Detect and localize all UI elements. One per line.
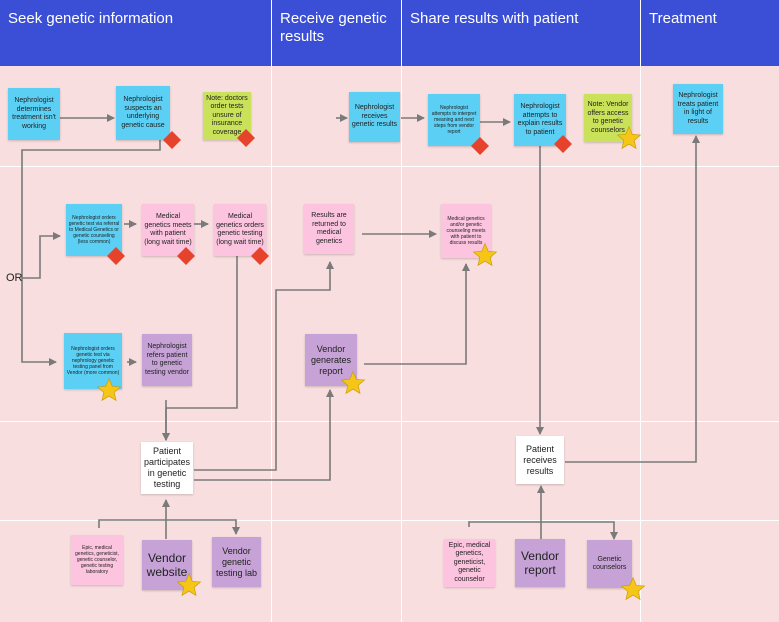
opportunity-star-icon	[96, 377, 122, 402]
sticky-note-vendor-panel: Nephrologist orders genetic test via nep…	[64, 333, 122, 389]
sticky-note-medical-genetics-meets: Medical genetics meets with patient (lon…	[142, 204, 194, 256]
connector	[194, 389, 334, 481]
sticky-note-vendor-lab: Vendor genetic testing lab	[212, 537, 261, 587]
sticky-note-vendor-report: Vendor report	[515, 539, 565, 587]
connector	[194, 261, 334, 471]
connector	[21, 138, 161, 366]
sticky-note-referral-medical-genetics: Nephrologist orders genetic test via ref…	[66, 204, 122, 256]
sticky-note-treatment-not-working: Nephrologist determines treatment isn't …	[8, 88, 60, 140]
pain-point-icon	[251, 247, 269, 265]
sticky-note-treats-patient: Nephrologist treats patient in light of …	[673, 84, 723, 134]
pain-point-icon	[554, 135, 572, 153]
sticky-note-genetic-counselors: Genetic counselors	[587, 540, 632, 588]
sticky-note-orders-genetic-testing: Medical genetics orders genetic testing …	[214, 204, 266, 256]
sticky-note-share-systems: Epic, medical genetics, geneticist, gene…	[444, 539, 495, 587]
row-divider	[0, 421, 779, 422]
pain-point-icon	[107, 247, 125, 265]
pain-point-icon	[163, 131, 181, 149]
sticky-note-nephrologist-receives-results: Nephrologist receives genetic results	[349, 92, 400, 142]
connector	[98, 519, 240, 535]
connector	[565, 135, 700, 463]
lane-divider	[401, 0, 402, 622]
sticky-note-vendor-generates-report: Vendor generates report	[305, 334, 357, 386]
sticky-note-patient-receives-results: Patient receives results	[516, 436, 564, 484]
connector	[364, 263, 470, 365]
sticky-note-vendor-counselors: Note: Vendor offers access to genetic co…	[584, 94, 632, 142]
opportunity-star-icon	[620, 576, 646, 601]
connector	[22, 232, 61, 279]
row-divider	[0, 520, 779, 521]
lane-divider	[271, 0, 272, 622]
opportunity-star-icon	[472, 242, 498, 267]
sticky-note-interpret-report: Nephrologist attempts to interpret meani…	[428, 94, 480, 146]
sticky-note-refers-to-vendor: Nephrologist refers patient to genetic t…	[142, 334, 192, 386]
opportunity-star-icon	[340, 370, 366, 395]
or-label: OR	[6, 272, 23, 284]
pain-point-icon	[237, 129, 255, 147]
sticky-note-seek-systems: Epic, medical genetics, geneticist, gene…	[71, 535, 123, 585]
pain-point-icon	[471, 137, 489, 155]
sticky-note-suspects-genetic-cause: Nephrologist suspects an underlying gene…	[116, 86, 170, 140]
sticky-note-explain-results: Nephrologist attempts to explain results…	[514, 94, 566, 146]
lane-header-share: Share results with patient	[402, 0, 640, 66]
sticky-note-results-returned: Results are returned to medical genetics	[304, 204, 354, 254]
pain-point-icon	[177, 247, 195, 265]
sticky-note-patient-participates: Patient participates in genetic testing	[141, 442, 193, 494]
lane-header-treatment: Treatment	[641, 0, 779, 66]
lane-divider	[640, 0, 641, 622]
opportunity-star-icon	[176, 572, 202, 597]
lane-header-receive: Receive genetic results	[272, 0, 401, 66]
row-divider	[0, 166, 779, 167]
opportunity-star-icon	[616, 125, 642, 150]
lane-header-seek: Seek genetic information	[0, 0, 271, 66]
